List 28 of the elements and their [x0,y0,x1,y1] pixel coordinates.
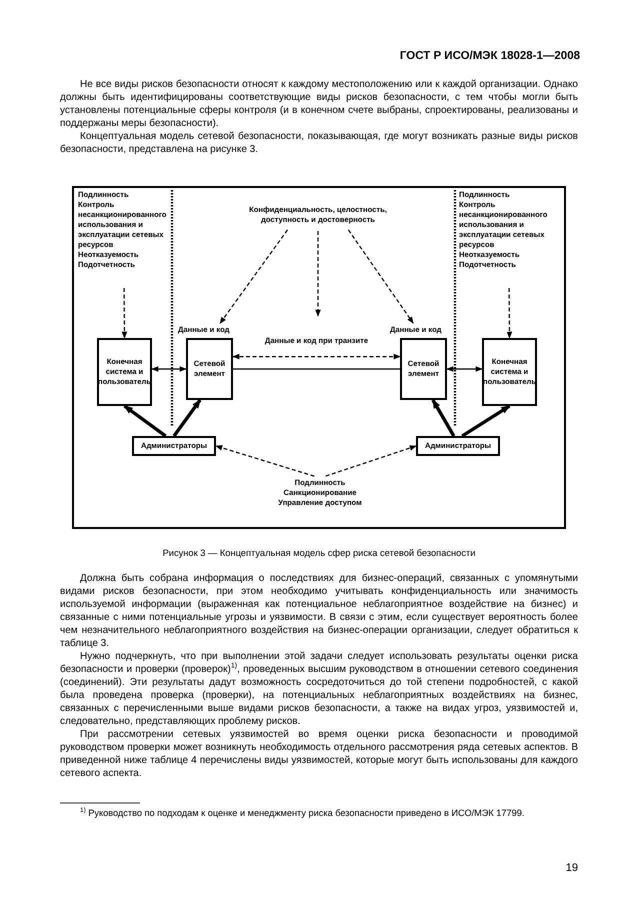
arrow [446,366,483,372]
arrow [315,231,321,317]
arrow [326,445,417,477]
arrow [151,366,187,372]
body-paragraph: При рассмотрении сетевых уязвимостей во время оценки риска безопасности и проводимой руководством проверки может возникнуть необходимость отдельного рассмотрения ряда сетевых аспектов. В приведенной ниже таблице 4 перечислены виды уязвимостей, которые могут быть использованы для каждого сетевого аспекта. [60,728,578,780]
process-box [482,338,537,406]
arrow [431,399,456,437]
arrow [220,230,288,324]
arrow [124,404,167,438]
arrow [461,404,510,438]
body-paragraph: Нужно подчеркнуть, что при выполнении этой задачи следует использовать результаты оценки риска безопасности и проверки (проверок)$^{1)}$, проведенных высшим руководством в отношении сетевого соединения (соединений). Эти результаты дадут возможность сосредоточиться до той степени подробностей, с какой была проведена проверка (проверки), на потенциальных неблагоприятных воздействиях на бизнес, связанных с перечисленными выше видами рисков безопасности, а также на видах угроз, уязвимостей и, следовательно, представляющих проблему рисков. [60,650,578,728]
body-paragraph: Должна быть собрана информация о последствиях для бизнес-операций, связанных с упомянутыми видами рисков безопасности, при этом необходимо учитывать конфиденциальность или значимость используемой информации (выраженная как потенциальное неблагоприятное воздействие на бизнес) и связанные с ними потенциальные угрозы и уязвимости. В связи с этим, если существует вероятность более чем незначительного неблагоприятного воздействия на бизнес-операции организации, следует обратиться к таблице 3. [60,572,578,650]
body-paragraph: Не все виды рисков безопасности относят к каждому местоположению или к каждой организации. Однако должны быть идентифицированы соответствующие виды рисков безопасности, с тем чтобы могли быть установлены потенциальные сферы контроля (и в конечном счете выбраны, спроектированы, реализованы и поддержаны меры безопасности). [60,78,578,130]
process-box [132,436,216,456]
arrow [348,230,414,324]
arrow [506,288,512,339]
figure-caption: Рисунок 3 — Концептуальная модель сфер риска сетевой безопасности [162,548,476,558]
footnote-text: $^{1)}$ Руководство по подходам к оценке и менеджменту риска безопасности приведено в ИСО/МЭК 17799. [79,808,526,818]
connector-line [233,368,400,370]
page-number: 19 [564,862,578,874]
arrow [232,354,401,360]
document-header: ГОСТ Р ИСО/МЭК 18028-1—2008 [398,50,580,62]
arrow [215,445,314,477]
arrow [122,288,128,339]
process-box [416,436,500,456]
body-paragraph: Концептуальная модель сетевой безопасности, показывающая, где могут возникать разные виды рисков безопасности, представлена на рисунке 3. [60,130,578,156]
arrow [172,399,202,437]
process-box [97,338,152,406]
